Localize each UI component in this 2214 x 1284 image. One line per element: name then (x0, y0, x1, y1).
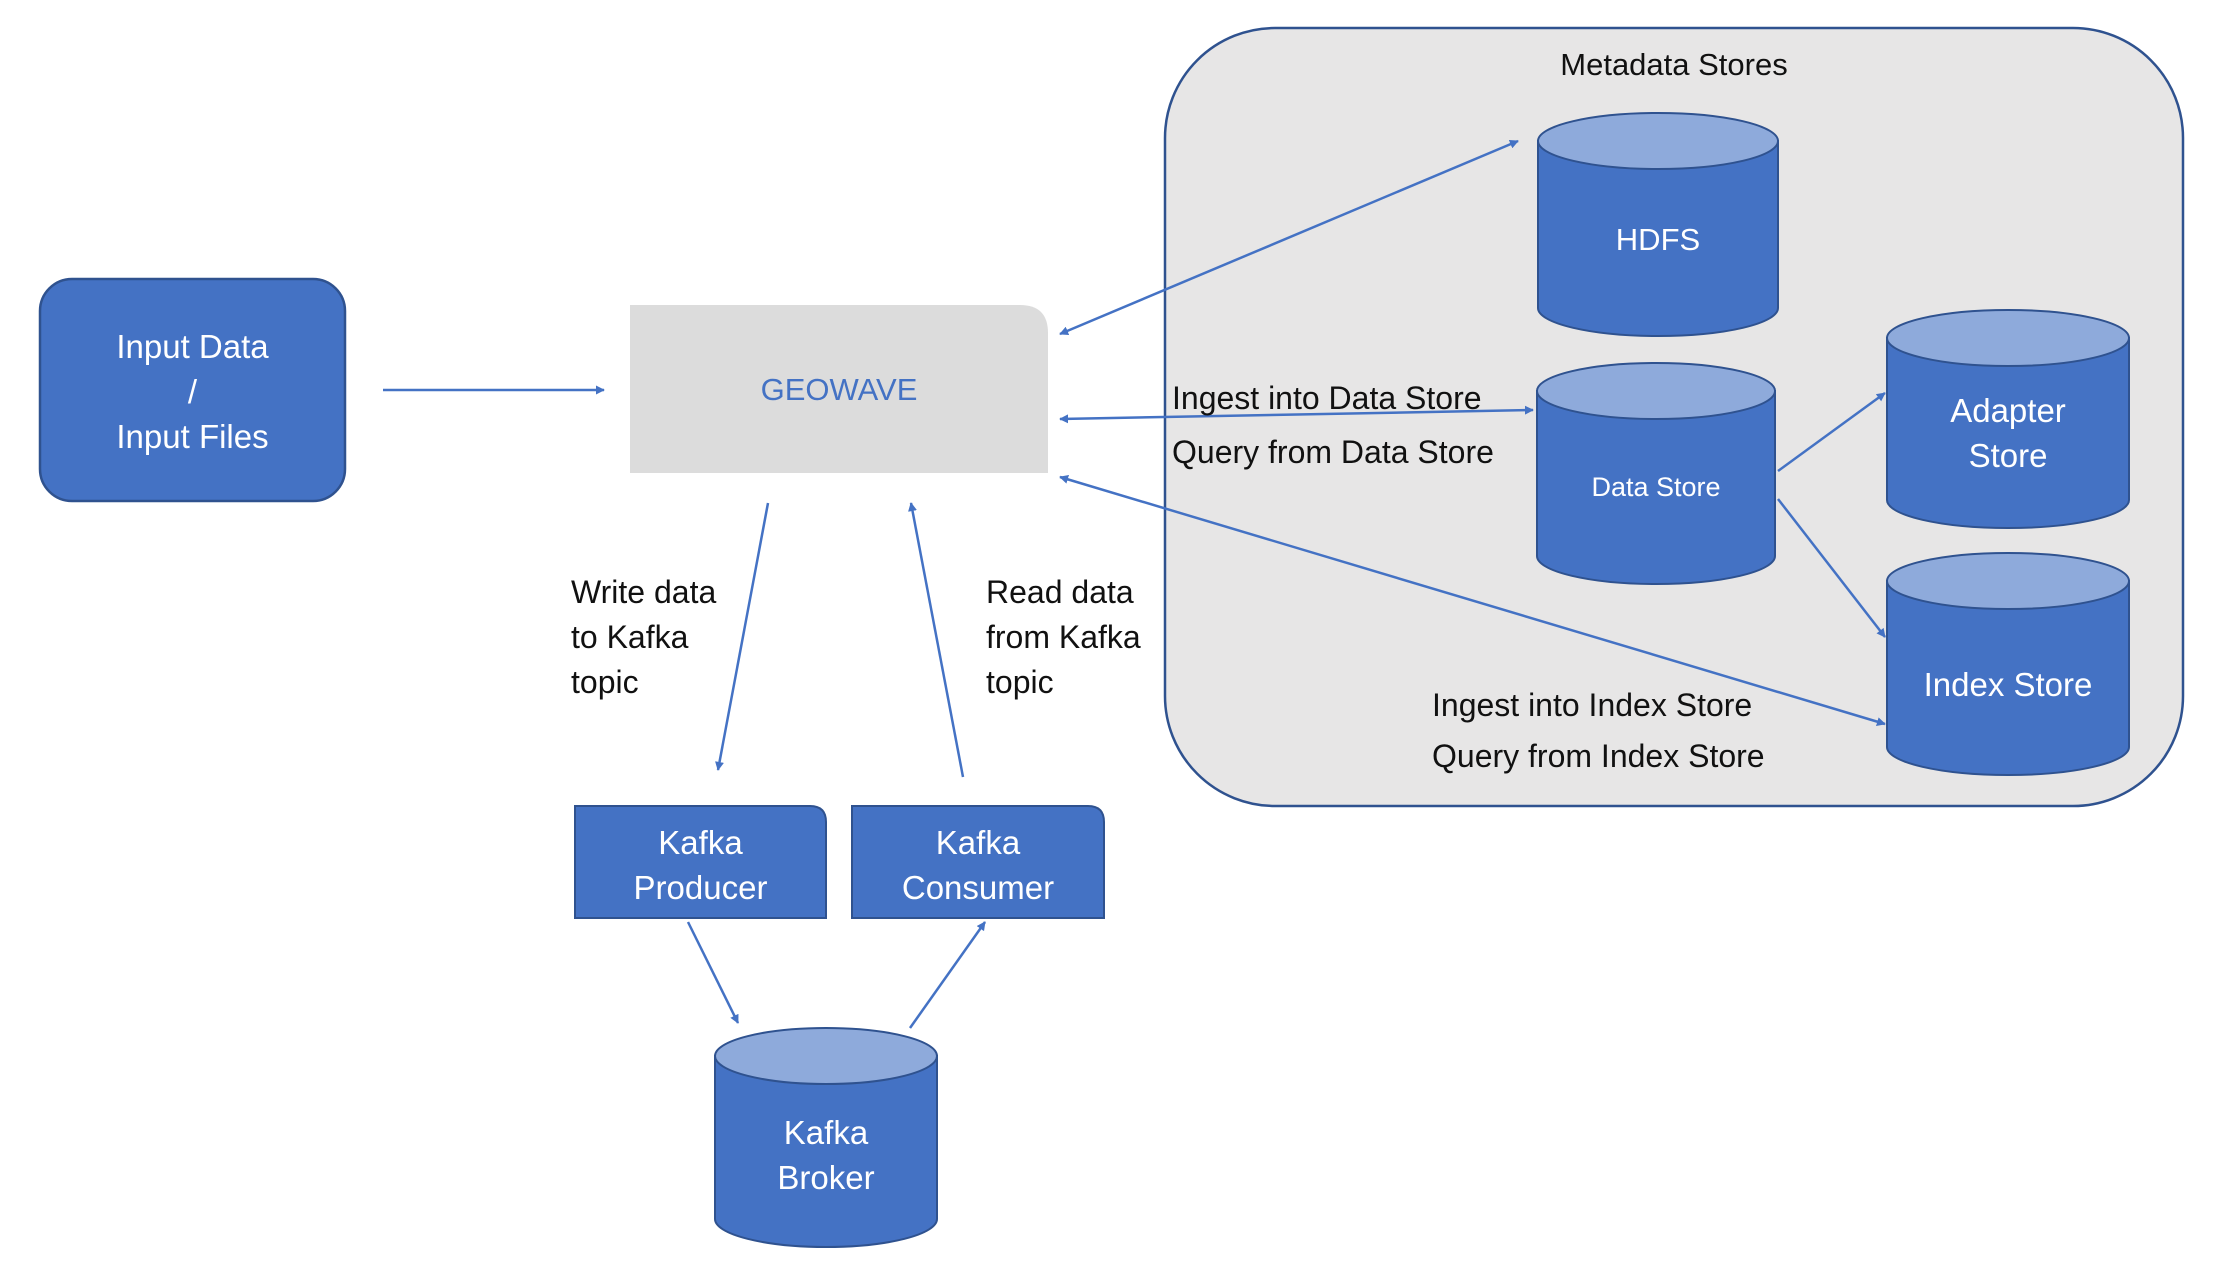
index-store-query-label: Query from Index Store (1432, 738, 1765, 774)
kafka-consumer-box[interactable] (851, 805, 1105, 919)
input-data-separator: / (187, 373, 198, 410)
kafka-producer-label-2: Producer (633, 869, 768, 906)
metadata-stores-title: Metadata Stores (1560, 47, 1788, 82)
arrow-geowave-index-store (1059, 475, 1886, 726)
arrow-data-store-to-index-store (1777, 498, 1886, 638)
input-files-label: Input Files (116, 418, 269, 455)
kafka-broker-cylinder[interactable] (714, 1027, 938, 1248)
geowave-label: GEOWAVE (760, 372, 918, 407)
write-kafka-label-2: to Kafka (571, 619, 689, 655)
write-kafka-label-1: Write data (571, 574, 717, 610)
kafka-broker-label-2: Broker (777, 1159, 875, 1196)
hdfs-cylinder[interactable] (1537, 112, 1779, 337)
adapter-store-label-2: Store (1968, 437, 2048, 474)
index-store-label: Index Store (1923, 666, 2093, 703)
input-data-box[interactable] (38, 277, 347, 503)
data-store-ingest-label: Ingest into Data Store (1172, 380, 1482, 416)
input-data-label: Input Data (116, 328, 269, 365)
arrow-geowave-data-store (1059, 405, 1534, 424)
kafka-producer-box[interactable] (574, 805, 827, 919)
adapter-store-cylinder[interactable] (1886, 309, 2130, 529)
kafka-consumer-label-2: Consumer (901, 869, 1055, 906)
data-store-query-label: Query from Data Store (1172, 434, 1494, 470)
index-store-cylinder[interactable] (1886, 552, 2130, 776)
index-store-ingest-label: Ingest into Index Store (1432, 687, 1753, 723)
hdfs-label: HDFS (1615, 222, 1701, 257)
arrow-consumer-to-geowave (908, 502, 965, 778)
read-kafka-label-3: topic (986, 664, 1054, 700)
write-kafka-label-3: topic (571, 664, 639, 700)
arrow-broker-to-consumer (908, 921, 987, 1029)
data-store-label: Data Store (1591, 472, 1721, 502)
arrow-geowave-hdfs (1059, 139, 1519, 336)
adapter-store-label-1: Adapter (1950, 392, 2066, 429)
arrow-data-store-to-adapter-store (1777, 391, 1886, 473)
kafka-consumer-label-1: Kafka (935, 824, 1021, 861)
arrow-geowave-to-producer (715, 502, 770, 771)
read-kafka-label-1: Read data (986, 574, 1134, 610)
kafka-broker-label-1: Kafka (783, 1114, 869, 1151)
read-kafka-label-2: from Kafka (986, 619, 1141, 655)
arrow-producer-to-broker (686, 921, 740, 1024)
geowave-box[interactable] (630, 305, 1048, 473)
kafka-producer-label-1: Kafka (658, 824, 743, 861)
